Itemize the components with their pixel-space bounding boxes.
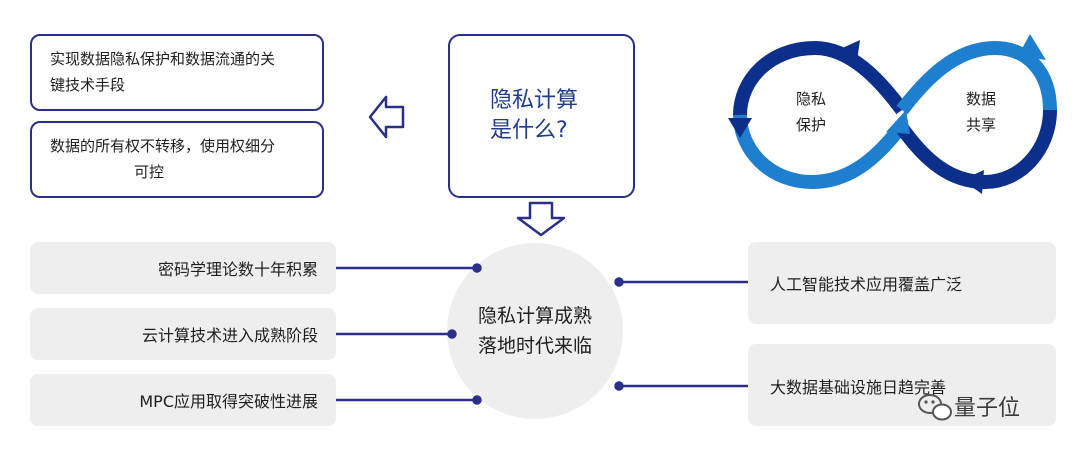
privacy-label-line2: 保护: [795, 116, 826, 134]
key-tech-line2: 键技术手段: [50, 76, 126, 94]
factor-cryptography: 密码学理论数十年积累: [157, 260, 318, 279]
watermark: 量子位: [910, 388, 1020, 424]
factor-box-ai: 人工智能技术应用覆盖广泛: [748, 242, 1056, 324]
infinity-loop-icon: [728, 34, 1057, 194]
factor-box-mpc: MPC应用取得突破性进展: [30, 374, 336, 426]
factor-box-cryptography: 密码学理论数十年积累: [30, 242, 336, 294]
factor-box-bigdata: 大数据基础设施日趋完善: [748, 344, 1056, 426]
wechat-icon: [918, 394, 952, 421]
left-arrow-icon: [368, 95, 405, 139]
factor-ai: 人工智能技术应用覆盖广泛: [770, 275, 963, 294]
connector-dot-mpc: [472, 395, 482, 405]
question-line2: 是什么?: [490, 118, 568, 143]
factor-box-cloud: 云计算技术进入成熟阶段: [30, 308, 336, 360]
center-line1: 隐私计算成熟: [477, 305, 592, 327]
key-tech-line1: 实现数据隐私保护和数据流通的关: [50, 50, 276, 68]
data-sharing-label: 数据 共享: [956, 86, 1006, 138]
connector-dot-cloud: [447, 329, 457, 339]
factor-bigdata: 大数据基础设施日趋完善: [770, 378, 947, 397]
question-box: 隐私计算 是什么?: [448, 34, 635, 198]
key-tech-box: 实现数据隐私保护和数据流通的关 键技术手段: [30, 34, 324, 111]
ownership-box: 数据的所有权不转移，使用权细分 可控: [30, 121, 324, 198]
sharing-label-line1: 数据: [965, 90, 996, 108]
ownership-line1: 数据的所有权不转移，使用权细分: [50, 137, 276, 155]
question-line1: 隐私计算: [490, 88, 579, 113]
connector-dot-bigdata: [614, 381, 624, 391]
privacy-label-line1: 隐私: [795, 90, 826, 108]
down-arrow-icon: [516, 201, 566, 237]
connector-dot-ai: [614, 277, 624, 287]
factor-cloud: 云计算技术进入成熟阶段: [141, 326, 318, 345]
privacy-protection-label: 隐私 保护: [786, 86, 836, 138]
sharing-label-line2: 共享: [965, 116, 996, 134]
ownership-line2: 可控: [134, 163, 165, 181]
center-line2: 落地时代来临: [477, 335, 592, 357]
factor-mpc: MPC应用取得突破性进展: [139, 392, 318, 411]
connector-dot-cryptography: [472, 263, 482, 273]
watermark-text: 量子位: [954, 396, 1021, 421]
